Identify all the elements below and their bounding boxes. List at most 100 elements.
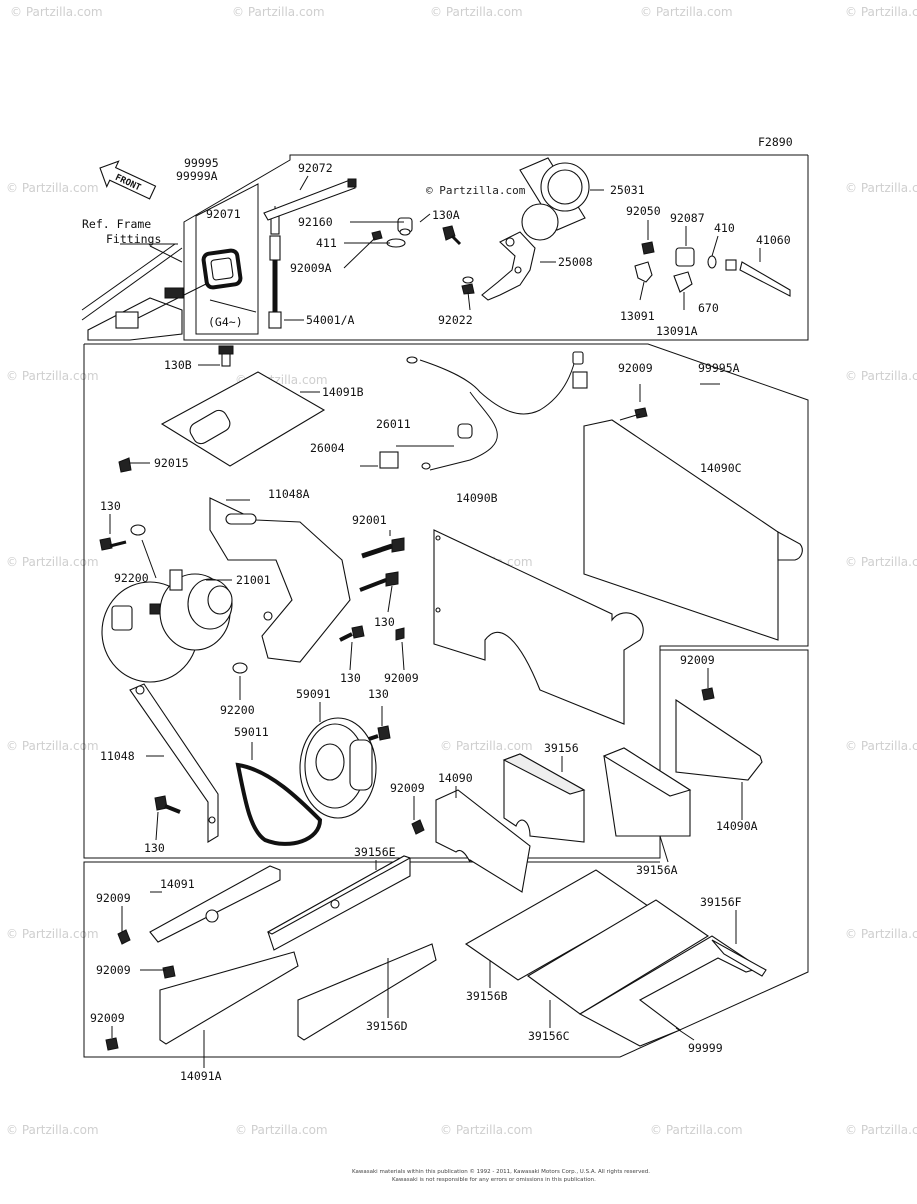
copyright-overlay: © Partzilla.com [426,184,526,197]
callout: 25008 [558,255,593,269]
callout: 59091 [296,687,331,701]
callout: 130 [374,615,395,629]
foam-39156f [711,939,767,977]
callout: 39156E [354,845,396,859]
callout: 14091B [322,385,364,399]
callout-labels: 99995 99999A 92072 92071 (G4~) 92160 130… [90,156,791,1083]
callout: 99999A [176,169,218,183]
watermark: © Partzilla.com [6,739,99,753]
watermark: © Partzilla.com [6,369,99,383]
callout: 26004 [310,441,345,455]
watermark: © Partzilla.com [6,555,99,569]
watermark: © Partzilla.com [845,369,917,383]
callout: 92200 [220,703,255,717]
watermark: © Partzilla.com [6,1123,99,1137]
cover-14090 [411,789,531,893]
watermark: © Partzilla.com [845,5,917,19]
callout: 92087 [670,211,705,225]
callout: 14091A [180,1069,222,1083]
callout: 99995A [698,361,740,375]
callout: 11048A [268,487,310,501]
callout: 130 [100,499,121,513]
cover-14091 [117,865,281,945]
bolts [154,537,405,814]
foam-39156e [266,855,412,951]
callout: 39156C [528,1029,570,1043]
watermark: © Partzilla.com [845,555,917,569]
cover-14090c [583,407,803,641]
callout: 92009 [618,361,653,375]
callout: 14090A [716,819,758,833]
watermark: © Partzilla.com [440,1123,533,1137]
bracket-11048a [209,497,351,663]
watermark: © Partzilla.com [845,1123,917,1137]
grommet-92071 [201,248,243,290]
front-arrow-icon: FRONT [99,160,157,200]
callout: 14090B [456,491,498,505]
callout: 92009 [680,653,715,667]
callout: 14091 [160,877,195,891]
ref-note-line2: Fittings [106,232,161,246]
callout: 92015 [154,456,189,470]
cover-14090a [675,698,763,781]
callout: 92009 [96,963,131,977]
bracket-25008 [481,231,536,301]
sensor-parts [634,241,791,297]
watermark: © Partzilla.com [845,739,917,753]
callout: 411 [316,236,337,250]
callout: 14090C [700,461,742,475]
callout: 410 [714,221,735,235]
watermark: © Partzilla.com [440,739,533,753]
watermark: © Partzilla.com [235,1123,328,1137]
callout: 99999 [688,1041,723,1055]
hour-meter-25031 [519,157,590,241]
callout: 92009 [384,671,419,685]
bracket-11048 [129,683,219,843]
callout: 41060 [756,233,791,247]
clamp-92072 [263,179,356,221]
callout: 11048 [100,749,135,763]
callout: 92071 [206,207,241,221]
callout: 39156 [544,741,579,755]
cover-14090b [433,529,644,725]
callout: 13091A [656,324,698,338]
cover-14091a [105,951,299,1051]
ref-note-line1: Ref. Frame [82,217,151,231]
callout: 92009 [90,1011,125,1025]
callout: 59011 [234,725,269,739]
wire-harness-26011 [379,351,588,471]
watermark: © Partzilla.com [845,181,917,195]
leader-lines [109,175,761,1068]
callout: 54001/A [306,313,355,327]
foam-99999 [578,935,762,1047]
callout: 99995 [184,156,219,170]
figure-code: F2890 [758,135,793,149]
callout: 92001 [352,513,387,527]
ref-frame-sketch [81,243,211,341]
foam-39156 [503,753,585,843]
watermark: © Partzilla.com [640,5,733,19]
callout: 39156F [700,895,742,909]
watermark: © Partzilla.com [6,181,99,195]
callout: 25031 [610,183,645,197]
callout: 39156A [636,863,678,877]
callout: 21001 [236,573,271,587]
watermark: © Partzilla.com [650,1123,743,1137]
watermark: © Partzilla.com [232,5,325,19]
callout: 92022 [438,313,473,327]
callout: 92009A [290,261,332,275]
speedometer-cable [268,206,282,329]
footer-line1: Kawasaki materials within this publicati… [352,1168,650,1175]
callout: 92009 [390,781,425,795]
belt-59011 [235,762,323,846]
watermark: © Partzilla.com [430,5,523,19]
footer-line2: Kawasaki is not responsible for any erro… [392,1177,596,1183]
foam-39156c [527,899,710,1015]
callout: 130 [368,687,389,701]
callout: 130 [144,841,165,855]
callout: 92200 [114,571,149,585]
callout: 39156B [466,989,508,1003]
callout: 92072 [298,161,333,175]
